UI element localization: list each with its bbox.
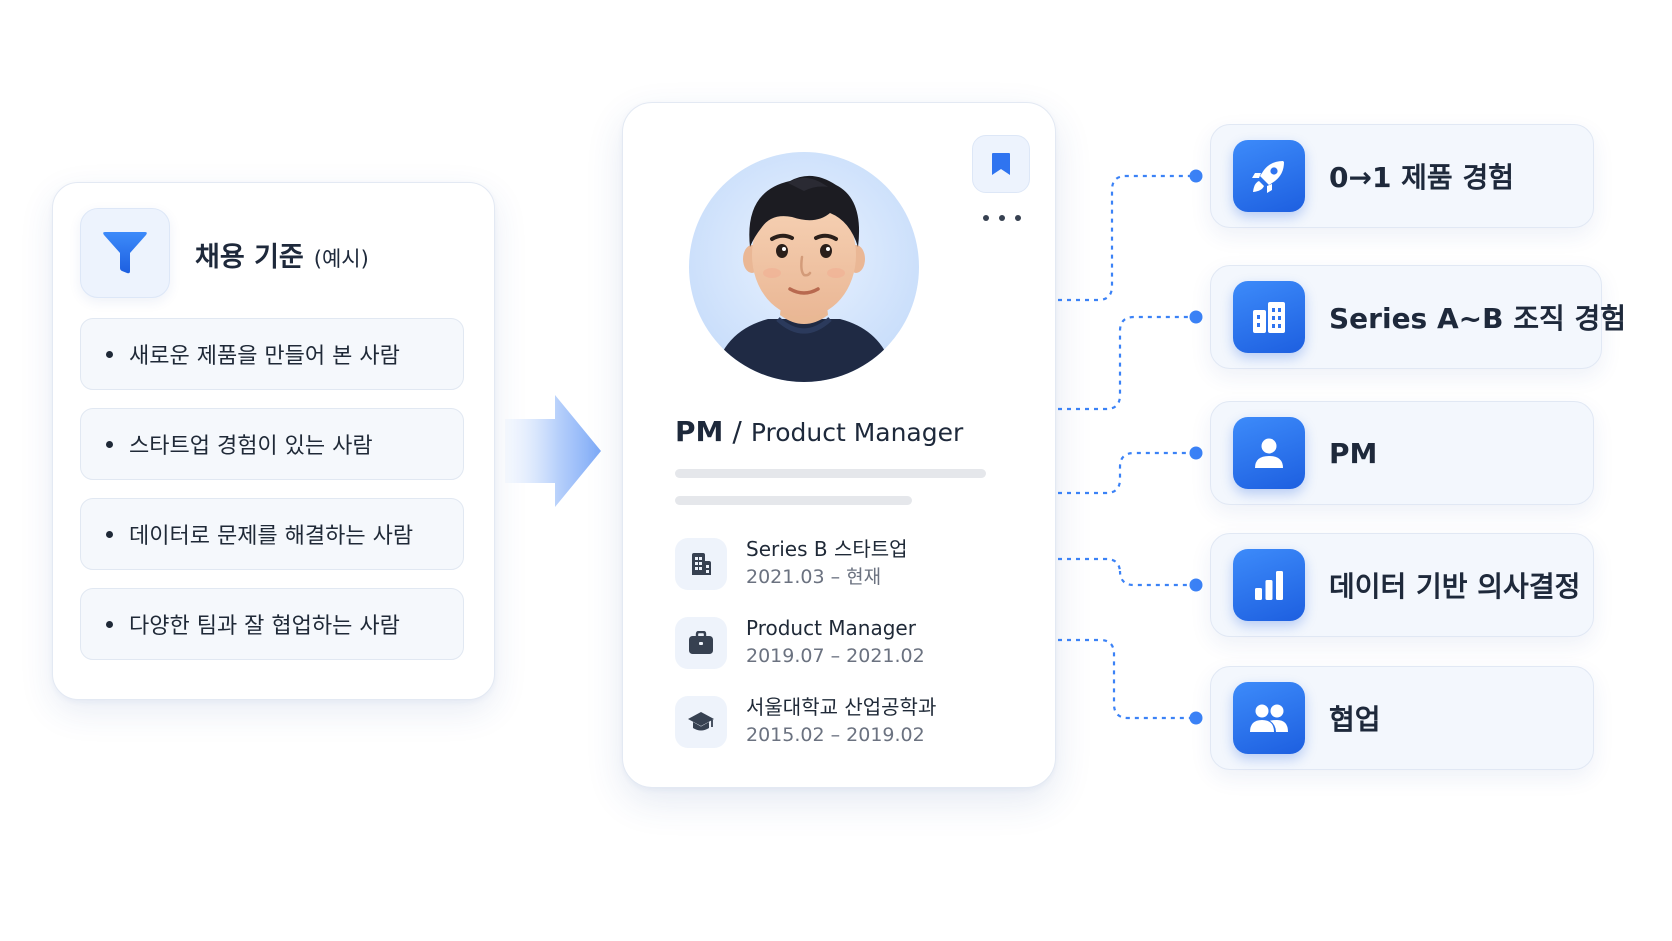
criteria-subtitle: (예시) (313, 247, 369, 271)
team-icon (1233, 682, 1305, 754)
history-title: Product Manager (746, 616, 916, 640)
connector-line (1058, 451, 1194, 495)
role-title: PM / Product Manager (675, 415, 963, 448)
history-item: Product Manager 2019.07 – 2021.02 (675, 614, 925, 670)
feature-label: Series A~B 조직 경험 (1329, 302, 1626, 335)
rocket-icon (1233, 140, 1305, 212)
feature-card-pm: PM (1210, 401, 1594, 505)
bullet-icon (106, 530, 113, 538)
bullet-icon (106, 350, 113, 358)
avatar (689, 152, 919, 382)
dot (999, 215, 1005, 221)
feature-label: 0→1 제품 경험 (1329, 161, 1514, 194)
connector-dot (1189, 446, 1203, 460)
role-full: Product Manager (750, 418, 964, 447)
connector-line (1058, 174, 1194, 302)
criteria-item: 스타트업 경험이 있는 사람 (80, 408, 464, 480)
history-date: 2021.03 – 현재 (746, 566, 882, 588)
briefcase-icon (675, 617, 727, 669)
profile-card: PM / Product Manager Series B 스타트업 2021.… (622, 102, 1056, 788)
criteria-title: 채용 기준 (예시) (195, 235, 369, 274)
connector-line (1058, 315, 1194, 411)
feature-card-0to1: 0→1 제품 경험 (1210, 124, 1594, 228)
history-item: Series B 스타트업 2021.03 – 현재 (675, 535, 908, 591)
feature-card-data: 데이터 기반 의사결정 (1210, 533, 1594, 637)
criteria-title-text: 채용 기준 (195, 242, 304, 273)
more-options-icon[interactable] (983, 211, 1021, 225)
filter-tile (80, 208, 170, 298)
graduation-cap-icon (675, 696, 727, 748)
connector-dot (1189, 169, 1203, 183)
criteria-item: 데이터로 문제를 해결하는 사람 (80, 498, 464, 570)
history-date: 2015.02 – 2019.02 (746, 724, 925, 746)
feature-card-series: Series A~B 조직 경험 (1210, 265, 1626, 369)
buildings-icon (1233, 281, 1305, 353)
dot (983, 215, 989, 221)
skeleton-line (675, 469, 986, 478)
connector-line (1058, 557, 1194, 587)
connector-dot (1189, 310, 1203, 324)
filter-icon (103, 232, 147, 274)
role-separator: / (732, 415, 742, 448)
criteria-item: 새로운 제품을 만들어 본 사람 (80, 318, 464, 390)
history-date: 2019.07 – 2021.02 (746, 645, 925, 667)
role-abbr: PM (675, 415, 724, 448)
criteria-item-text: 새로운 제품을 만들어 본 사람 (129, 344, 400, 369)
history-item: 서울대학교 산업공학과 2015.02 – 2019.02 (675, 693, 936, 749)
bookmark-icon (992, 153, 1010, 175)
connector-dot (1189, 711, 1203, 725)
criteria-item-text: 스타트업 경험이 있는 사람 (129, 434, 373, 459)
history-title: 서울대학교 산업공학과 (746, 695, 937, 719)
person-icon (1233, 417, 1305, 489)
history-title: Series B 스타트업 (746, 537, 908, 561)
criteria-card: 채용 기준 (예시) 새로운 제품을 만들어 본 사람 스타트업 경험이 있는 … (52, 182, 495, 700)
bullet-icon (106, 620, 113, 628)
skeleton-line (675, 496, 912, 505)
bullet-icon (106, 440, 113, 448)
connector-line (1058, 638, 1194, 720)
criteria-item-text: 다양한 팀과 잘 협업하는 사람 (129, 614, 400, 639)
bookmark-button[interactable] (972, 135, 1030, 193)
criteria-item: 다양한 팀과 잘 협업하는 사람 (80, 588, 464, 660)
flow-arrow-icon (505, 395, 601, 507)
bar-chart-icon (1233, 549, 1305, 621)
feature-card-collab: 협업 (1210, 666, 1594, 770)
criteria-item-text: 데이터로 문제를 해결하는 사람 (129, 524, 414, 549)
feature-label: 협업 (1329, 703, 1381, 736)
dot (1015, 215, 1021, 221)
connector-dot (1189, 578, 1203, 592)
building-icon (675, 538, 727, 590)
feature-label: PM (1329, 436, 1378, 470)
feature-label: 데이터 기반 의사결정 (1329, 570, 1581, 603)
